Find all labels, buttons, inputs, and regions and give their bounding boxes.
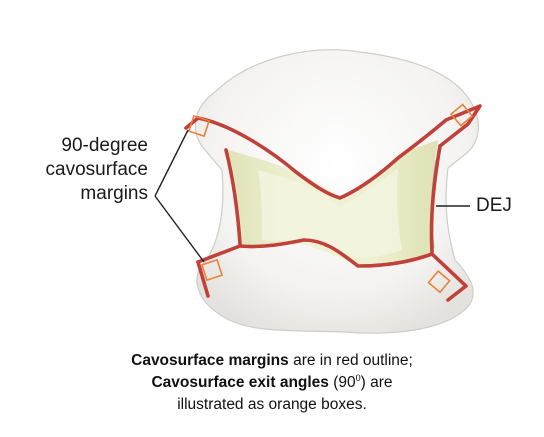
caption-line-2-post: ) are — [360, 374, 393, 391]
label-90-degree-cavosurface-margins: 90-degree cavosurface margins — [46, 134, 148, 206]
exit-angle-box-upper-right — [450, 103, 474, 127]
margin-outline-lower-left-edge — [196, 260, 210, 298]
exit-angle-box-upper-left — [187, 114, 211, 138]
exit-angle-box-lower-right — [427, 270, 451, 294]
caption-line-2: Cavosurface exit angles (900) are — [0, 372, 544, 394]
caption: Cavosurface margins are in red outline; … — [0, 350, 544, 416]
caption-line-1: Cavosurface margins are in red outline; — [0, 350, 544, 372]
caption-line-2-bold: Cavosurface exit angles — [151, 374, 329, 391]
caption-degree-superscript: 0 — [355, 372, 361, 383]
margin-outline-left-wall — [224, 148, 242, 246]
leader-line-lower — [154, 195, 205, 263]
caption-line-2-pre: (90 — [328, 374, 356, 391]
label-margins-line2: cavosurface — [45, 159, 148, 180]
caption-line-1-bold: Cavosurface margins — [131, 352, 289, 369]
label-margins-line3: margins — [80, 183, 148, 204]
cavity-floor — [258, 168, 402, 258]
label-margins-line1: 90-degree — [61, 135, 148, 156]
label-dej: DEJ — [476, 195, 512, 216]
margin-outline-upper — [184, 104, 482, 200]
margin-outline-right-wall — [429, 144, 442, 254]
leader-line-upper — [154, 129, 189, 197]
caption-line-3: illustrated as orange boxes. — [177, 396, 367, 413]
caption-line-1-rest: are in red outline; — [288, 352, 413, 369]
margin-outline-lower — [196, 238, 468, 302]
exit-angle-box-lower-left — [200, 258, 224, 282]
